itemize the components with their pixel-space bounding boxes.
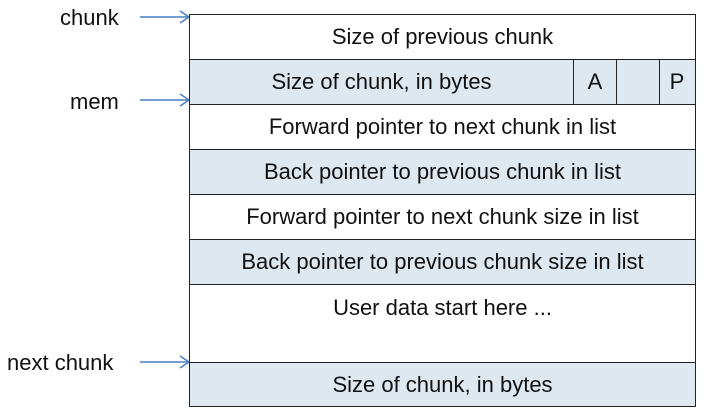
- row-bk-text: Back pointer to previous chunk in list: [263, 159, 622, 184]
- row-chunk-size: Size of chunk, in bytes A P: [190, 60, 695, 105]
- row-user-data-text: User data start here ...: [333, 295, 552, 320]
- row-fd-nextsize-text: Forward pointer to next chunk size in li…: [246, 204, 639, 229]
- row-bk-nextsize-text: Back pointer to previous chunk size in l…: [241, 249, 644, 274]
- chunk-diagram: Size of previous chunk Size of chunk, in…: [189, 14, 696, 407]
- chunk-label: chunk: [60, 5, 119, 30]
- row-fd: Forward pointer to next chunk in list: [190, 105, 695, 150]
- row-fd-nextsize: Forward pointer to next chunk size in li…: [190, 195, 695, 240]
- flag-blank-cell: [616, 60, 659, 104]
- flag-a-cell: A: [573, 60, 616, 104]
- row-bk: Back pointer to previous chunk in list: [190, 150, 695, 195]
- row-prev-size-text: Size of previous chunk: [331, 24, 554, 49]
- flag-a-text: A: [587, 69, 603, 94]
- row-user-data: User data start here ...: [190, 285, 695, 363]
- chunk-size-text: Size of chunk, in bytes: [271, 69, 492, 94]
- chunk-size-cell: Size of chunk, in bytes: [190, 60, 573, 104]
- row-prev-size: Size of previous chunk: [190, 15, 695, 60]
- flag-p-text: P: [669, 69, 685, 94]
- flag-p-cell: P: [659, 60, 694, 104]
- row-bk-nextsize: Back pointer to previous chunk size in l…: [190, 240, 695, 285]
- row-next-size-text: Size of chunk, in bytes: [332, 371, 553, 397]
- row-next-size: Size of chunk, in bytes: [190, 363, 695, 406]
- row-fd-text: Forward pointer to next chunk in list: [268, 114, 617, 139]
- next-chunk-label: next chunk: [7, 350, 114, 375]
- mem-label: mem: [70, 89, 119, 114]
